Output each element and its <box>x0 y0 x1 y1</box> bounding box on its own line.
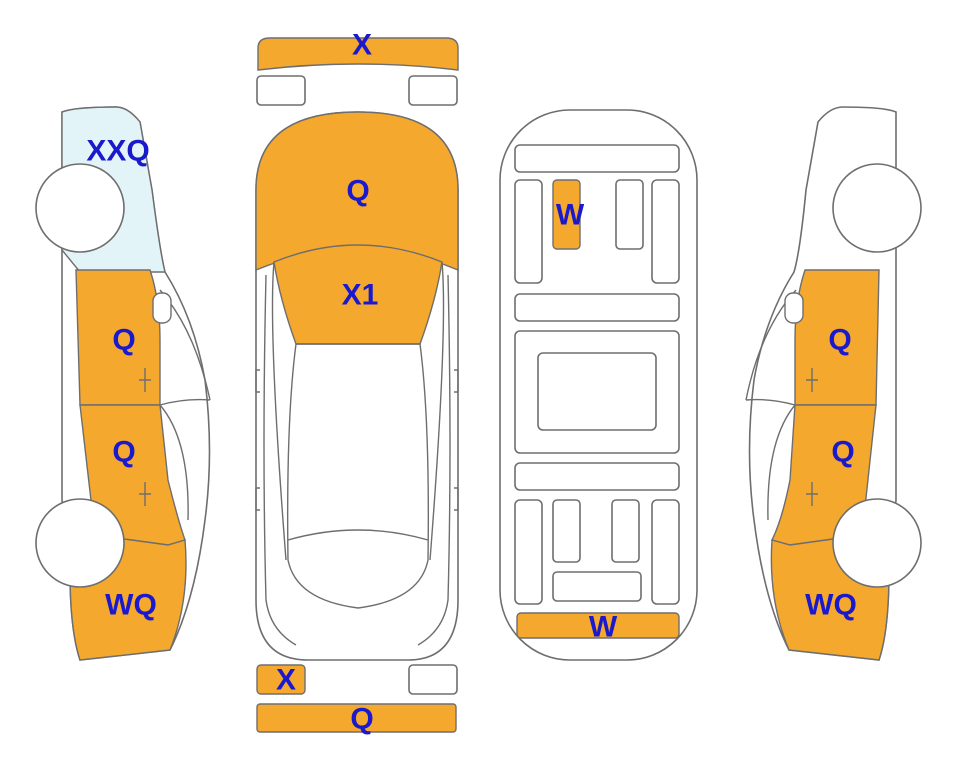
front-bumper-label: X <box>352 29 372 62</box>
right-front-handle-icon <box>806 368 818 392</box>
right-front-door-label: Q <box>828 324 851 357</box>
right-rear-door-label: Q <box>831 436 854 469</box>
under-center-box <box>537 352 657 431</box>
rear-light-right-part[interactable] <box>408 664 458 695</box>
roof-panel-label: W <box>556 199 585 232</box>
left-front-handle-icon <box>139 368 151 392</box>
left-quarter-panel-label: WQ <box>105 589 157 622</box>
right-front-wheel <box>832 163 922 253</box>
underbody-rear-part[interactable] <box>516 612 680 639</box>
rear-bumper-part[interactable] <box>256 703 457 733</box>
under-rear-tray <box>552 571 642 602</box>
top-roof-outline <box>286 343 430 609</box>
top-mirror-left <box>255 369 260 393</box>
top-handle-right <box>454 487 459 511</box>
under-crossbar-2 <box>514 462 680 491</box>
top-handle-left <box>255 487 260 511</box>
under-rear-right-rail <box>651 499 680 605</box>
left-front-wheel <box>35 163 125 253</box>
left-side-view <box>35 106 211 661</box>
damage-labels: X Q X1 X Q W W XXQ Q Q WQ Q Q WQ <box>86 29 857 736</box>
top-side-line-left <box>263 274 297 646</box>
under-crossbar-1 <box>514 293 680 322</box>
roof-panel-part[interactable] <box>552 179 581 250</box>
under-mid-right-rail <box>615 179 644 250</box>
under-rear-mid-left <box>552 499 581 563</box>
top-a-pillar-left <box>271 261 287 561</box>
rear-plate-label: X <box>276 664 296 697</box>
left-rear-wheel <box>35 498 125 588</box>
left-headlight-part[interactable] <box>256 75 306 106</box>
top-mirror-right <box>454 369 459 393</box>
rear-bumper-label: Q <box>350 703 373 736</box>
underbody-rear-label: W <box>589 611 618 644</box>
windscreen-label: X1 <box>342 279 379 312</box>
top-rear-window-line <box>287 529 429 541</box>
left-rear-door-label: Q <box>112 436 135 469</box>
under-rear-left-rail <box>514 499 543 605</box>
windscreen-part[interactable] <box>273 244 443 345</box>
right-mirror <box>784 292 804 324</box>
underbody-view <box>499 109 698 661</box>
left-quarter-glass-label: XXQ <box>86 135 149 168</box>
under-front-crossmember <box>514 144 680 173</box>
under-left-rail <box>514 179 543 284</box>
left-rear-handle-icon <box>139 482 151 506</box>
right-rear-wheel <box>832 498 922 588</box>
right-side-view <box>745 106 922 661</box>
top-a-pillar-right <box>429 261 445 561</box>
front-bumper-part[interactable] <box>257 37 459 71</box>
under-rear-mid-right <box>611 499 640 563</box>
under-right-rail <box>651 179 680 284</box>
top-side-line-right <box>417 274 451 646</box>
left-mirror <box>152 292 172 324</box>
top-view <box>255 37 459 733</box>
rear-plate-part[interactable] <box>256 664 306 695</box>
right-rear-handle-icon <box>806 482 818 506</box>
right-headlight-part[interactable] <box>408 75 458 106</box>
right-quarter-panel-label: WQ <box>805 589 857 622</box>
bonnet-label: Q <box>346 175 369 208</box>
left-front-door-label: Q <box>112 324 135 357</box>
